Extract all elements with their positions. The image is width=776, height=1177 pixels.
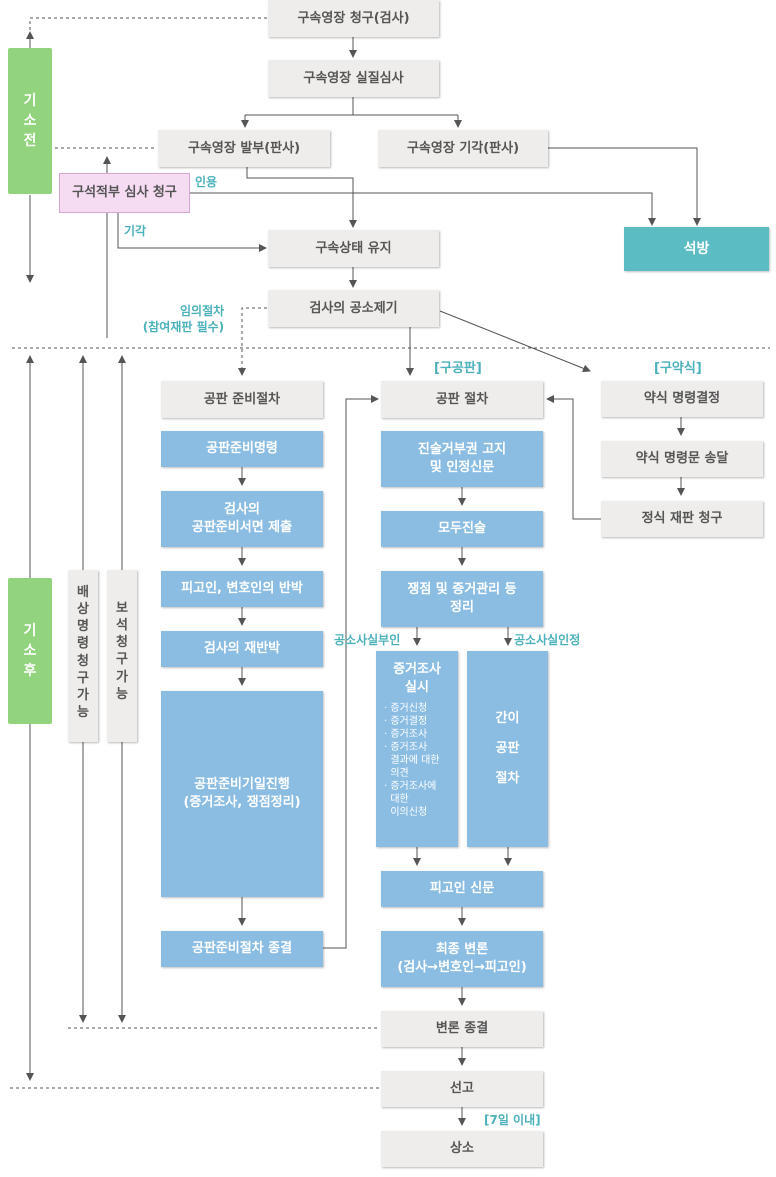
compensation-char: 구 <box>77 670 89 686</box>
prosecutor-rerebuttal: 검사의 재반박 <box>161 631 323 667</box>
fact-admitted-label: 공소사실인정 <box>514 633 581 647</box>
release: 석방 <box>624 227 769 271</box>
trial-procedure: 공판 절차 <box>381 381 543 418</box>
prep-hearing: 공판준비기일진행 (증거조사, 쟁점정리) <box>161 691 323 897</box>
rejected-label: 기각 <box>124 224 147 238</box>
after-indictment-char: 기 <box>23 622 37 639</box>
final-argument-line: 최종 변론 <box>435 942 489 958</box>
rights-notice: 진술거부권 고지 및 인정신문 <box>381 431 543 487</box>
sentencing: 선고 <box>381 1071 543 1107</box>
evidence-examination: 증거조사 실시 · 증거신청 · 증거결정 · 증거조사 · 증거조사 결과에 … <box>376 651 458 847</box>
summary-section-label: [구약식] <box>654 361 702 376</box>
cited-label: 인용 <box>195 175 218 189</box>
compensation-char: 명 <box>77 619 89 635</box>
evidence-detail-item: · 증거결정 <box>384 716 428 728</box>
warrant-review: 구속영장 실질심사 <box>268 60 439 97</box>
simple-trial-line: 절차 <box>495 770 520 786</box>
compensation-char: 배 <box>77 585 89 600</box>
prep-hearing-line: 공판준비기일진행 <box>194 777 290 793</box>
simple-trial-procedure: 간이 공판 절차 <box>467 651 548 847</box>
evidence-detail-item: 이의신청 <box>384 807 428 819</box>
simple-trial-line: 공판 <box>495 741 520 757</box>
fact-denied-label: 공소사실부인 <box>334 633 401 647</box>
verdict-closing: 변론 종결 <box>381 1011 543 1047</box>
bail-char: 청 <box>116 635 128 651</box>
warrant-issued: 구속영장 발부(판사) <box>158 130 330 167</box>
evidence-detail-item: · 증거조사 <box>384 729 428 741</box>
prep-procedure: 공판 준비절차 <box>161 381 323 418</box>
voluntary-label-line: 임의절차 <box>180 304 225 318</box>
evidence-title-line: 증거조사 <box>393 662 441 677</box>
issues-evidence-arrangement: 쟁점 및 증거관리 등 정리 <box>381 571 543 627</box>
bail-char: 구 <box>116 652 128 668</box>
bail-char: 가 <box>116 669 128 685</box>
summary-order-delivery: 약식 명령문 송달 <box>601 441 763 477</box>
detention-maintained: 구속상태 유지 <box>268 230 439 267</box>
after-indictment-char: 소 <box>23 642 37 659</box>
compensation-char: 상 <box>77 602 89 618</box>
evidence-detail-item: 대한 <box>384 794 409 806</box>
formal-trial-section-label: [구공판] <box>434 361 482 376</box>
defense-rebuttal: 피고인, 변호인의 반박 <box>161 571 323 607</box>
before-indictment-char: 기 <box>23 92 37 109</box>
compensation-char: 령 <box>77 636 89 652</box>
prep-hearing-line: (증거조사, 쟁점정리) <box>183 795 301 810</box>
prep-end: 공판준비절차 종결 <box>161 931 323 967</box>
prep-order: 공판준비명령 <box>161 431 323 467</box>
detention-review-request: 구석적부 심사 청구 <box>59 173 190 213</box>
prosecutor-prep-document: 검사의 공판준비서면 제출 <box>161 491 323 547</box>
opening-statement: 모두진술 <box>381 511 543 547</box>
rights-notice-line: 진술거부권 고지 <box>417 442 507 458</box>
indictment: 검사의 공소제기 <box>268 290 439 327</box>
compensation-char: 가 <box>77 687 89 703</box>
issues-line: 정리 <box>450 600 474 615</box>
arrest-warrant-request: 구속영장 청구(검사) <box>268 0 439 37</box>
rights-notice-line: 및 인정신문 <box>429 460 495 475</box>
bail-request-box: 보 석 청 구 가 능 <box>107 570 137 742</box>
compensation-char: 능 <box>77 705 89 721</box>
after-indictment-char: 후 <box>23 663 37 680</box>
evidence-detail-list: · 증거신청 · 증거결정 · 증거조사 · 증거조사 결과에 대한 의견 · … <box>376 696 458 819</box>
issues-line: 쟁점 및 증거관리 등 <box>407 582 517 598</box>
voluntary-label: 임의절차 (참여재판 필수) <box>142 303 224 335</box>
voluntary-label-line: (참여재판 필수) <box>142 320 225 335</box>
formal-trial-request: 정식 재판 청구 <box>601 501 763 537</box>
compensation-order-box: 배 상 명 령 청 구 가 능 <box>68 570 98 742</box>
compensation-char: 청 <box>77 653 89 669</box>
before-indictment-label: 기 소 전 <box>8 48 52 194</box>
bail-char: 능 <box>116 686 128 702</box>
evidence-detail-item: · 증거조사에 <box>384 781 437 793</box>
appeal: 상소 <box>381 1131 543 1167</box>
evidence-detail-item: 결과에 대한 <box>384 755 440 767</box>
final-argument: 최종 변론 (검사→변호인→피고인) <box>381 931 543 987</box>
prosecutor-prep-document-line: 검사의 <box>224 502 260 518</box>
simple-trial-line: 간이 <box>495 711 520 727</box>
evidence-title-line: 실시 <box>405 679 429 695</box>
evidence-detail-item: 의견 <box>384 768 409 780</box>
before-indictment-char: 소 <box>23 112 37 129</box>
final-argument-line: (검사→변호인→피고인) <box>397 960 527 975</box>
bail-char: 보 <box>116 601 128 616</box>
summary-order: 약식 명령결정 <box>601 381 763 417</box>
prosecutor-prep-document-line: 공판준비서면 제출 <box>191 520 293 535</box>
within-7-days-label: [7일 이내] <box>484 1113 541 1127</box>
defendant-examination: 피고인 신문 <box>381 871 543 907</box>
after-indictment-label: 기 소 후 <box>8 578 52 724</box>
bail-char: 석 <box>116 618 128 634</box>
before-indictment-char: 전 <box>23 133 37 150</box>
evidence-detail-item: · 증거조사 <box>384 742 428 754</box>
warrant-rejected: 구속영장 기각(판사) <box>378 130 548 167</box>
evidence-detail-item: · 증거신청 <box>384 703 428 715</box>
